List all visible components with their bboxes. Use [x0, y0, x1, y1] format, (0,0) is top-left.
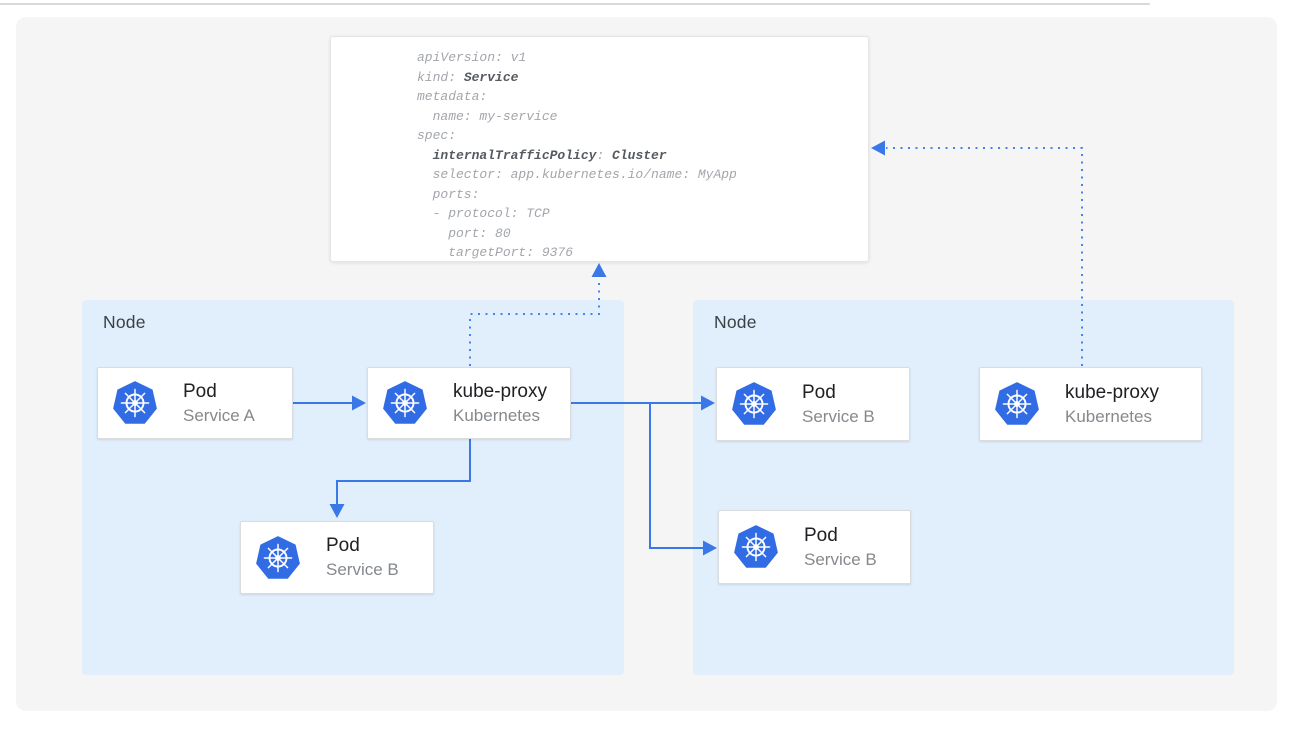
- card-subtitle: Kubernetes: [453, 405, 547, 427]
- kubernetes-icon: [733, 524, 779, 570]
- node-label: Node: [714, 312, 757, 333]
- yaml-code-line: internalTrafficPolicy: Cluster: [417, 146, 860, 166]
- card-subtitle: Service B: [802, 406, 875, 428]
- kubernetes-icon: [382, 380, 428, 426]
- card-text: Pod Service B: [802, 381, 875, 428]
- top-divider-line: [0, 3, 1150, 5]
- card-title: kube-proxy: [453, 380, 547, 404]
- yaml-code-line: port: 80: [417, 224, 860, 244]
- card-subtitle: Kubernetes: [1065, 406, 1159, 428]
- yaml-code-line: ports:: [417, 185, 860, 205]
- yaml-code-line: kind: Service: [417, 68, 860, 88]
- kubernetes-icon: [731, 381, 777, 427]
- card-kube-proxy-left: kube-proxy Kubernetes: [367, 367, 571, 439]
- kubernetes-icon: [112, 380, 158, 426]
- card-text: Pod Service B: [326, 534, 399, 581]
- yaml-code-line: spec:: [417, 126, 860, 146]
- card-subtitle: Service B: [804, 549, 877, 571]
- card-text: Pod Service A: [183, 380, 255, 427]
- card-pod-service-b-left: Pod Service B: [240, 521, 434, 594]
- card-text: kube-proxy Kubernetes: [1065, 381, 1159, 428]
- card-subtitle: Service B: [326, 559, 399, 581]
- card-pod-service-b-right-bottom: Pod Service B: [718, 510, 911, 584]
- card-subtitle: Service A: [183, 405, 255, 427]
- node-box-right: Node: [693, 300, 1234, 675]
- card-title: kube-proxy: [1065, 381, 1159, 405]
- card-text: Pod Service B: [804, 524, 877, 571]
- node-box-left: Node: [82, 300, 624, 675]
- card-title: Pod: [183, 380, 255, 404]
- kubernetes-icon: [994, 381, 1040, 427]
- service-yaml-panel: apiVersion: v1kind: Servicemetadata: nam…: [330, 36, 869, 262]
- card-title: Pod: [326, 534, 399, 558]
- yaml-code: apiVersion: v1kind: Servicemetadata: nam…: [417, 48, 860, 263]
- card-title: Pod: [802, 381, 875, 405]
- card-pod-service-a: Pod Service A: [97, 367, 293, 439]
- card-text: kube-proxy Kubernetes: [453, 380, 547, 427]
- yaml-code-line: - protocol: TCP: [417, 204, 860, 224]
- yaml-code-line: targetPort: 9376: [417, 243, 860, 263]
- node-label: Node: [103, 312, 146, 333]
- yaml-code-line: selector: app.kubernetes.io/name: MyApp: [417, 165, 860, 185]
- card-title: Pod: [804, 524, 877, 548]
- kubernetes-icon: [255, 535, 301, 581]
- card-kube-proxy-right: kube-proxy Kubernetes: [979, 367, 1202, 441]
- yaml-code-line: name: my-service: [417, 107, 860, 127]
- yaml-code-line: metadata:: [417, 87, 860, 107]
- card-pod-service-b-right-top: Pod Service B: [716, 367, 910, 441]
- yaml-code-line: apiVersion: v1: [417, 48, 860, 68]
